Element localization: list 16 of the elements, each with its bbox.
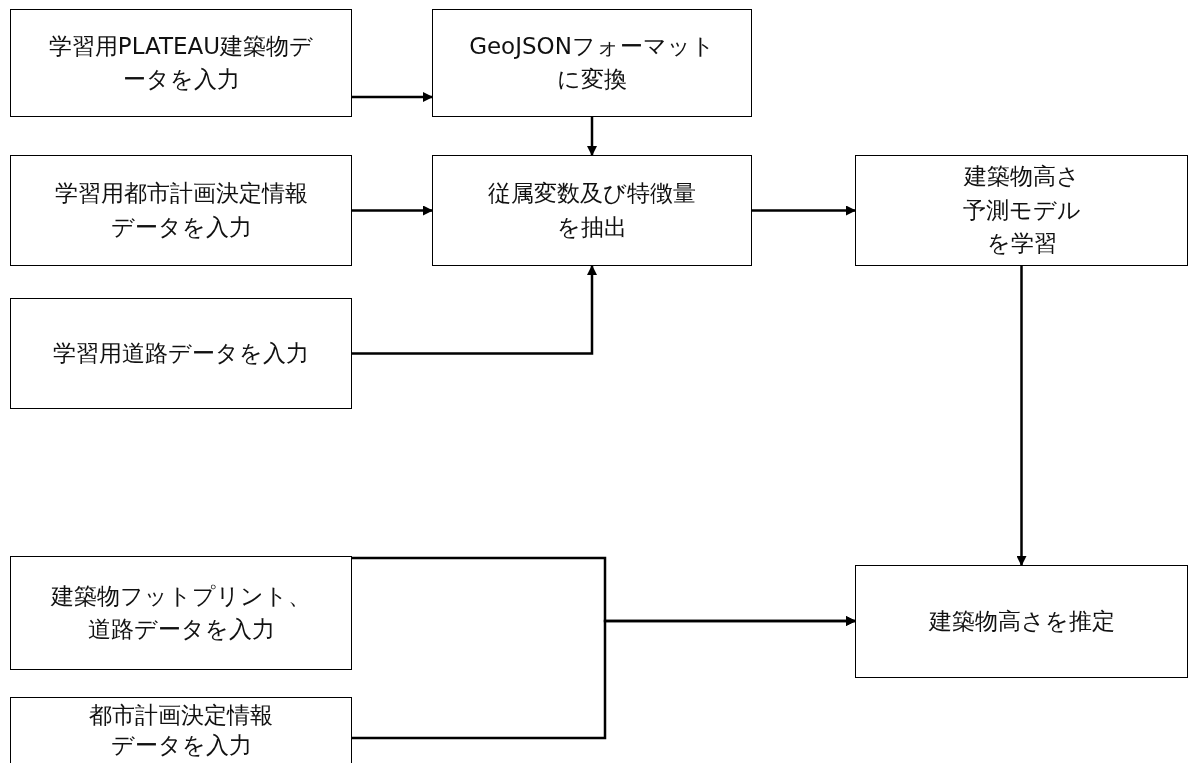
arrow [752, 205, 856, 216]
arrow [1016, 266, 1027, 566]
process-box: 都市計画決定情報データを入力 [10, 697, 352, 763]
process-box: 学習用道路データを入力 [10, 298, 352, 409]
arrow [352, 205, 433, 216]
process-box: 建築物フットプリント、道路データを入力 [10, 556, 352, 670]
process-box: 従属変数及び特徴量を抽出 [432, 155, 752, 266]
arrow [352, 92, 433, 102]
arrow [352, 616, 856, 740]
arrow [587, 117, 597, 156]
process-box: GeoJSONフォーマットに変換 [432, 9, 752, 117]
process-box: 学習用PLATEAU建築物データを入力 [10, 9, 352, 117]
process-box: 建築物高さを推定 [855, 565, 1188, 678]
process-box: 建築物高さ予測モデルを学習 [855, 155, 1188, 266]
process-box: 学習用都市計画決定情報データを入力 [10, 155, 352, 266]
arrow [352, 265, 597, 355]
